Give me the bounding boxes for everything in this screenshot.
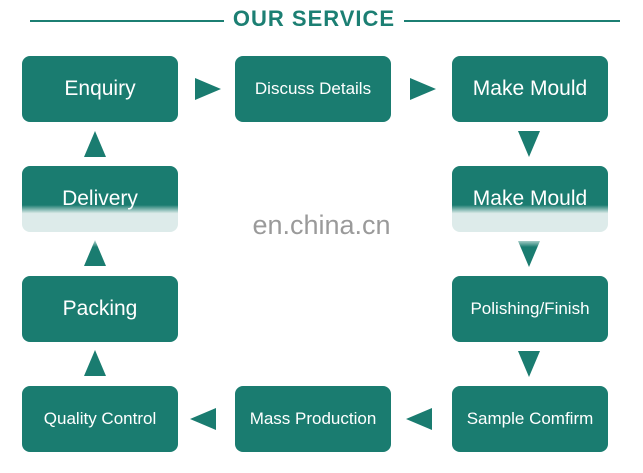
step-enquiry: Enquiry (22, 56, 178, 122)
arrow-down-icon (518, 351, 540, 377)
header: OUR SERVICE (0, 0, 643, 44)
step-quality-control: Quality Control (22, 386, 178, 452)
arrow-down-icon (518, 131, 540, 157)
watermark: en.china.cn (252, 210, 391, 240)
step-make-mould-1: Make Mould (452, 56, 608, 122)
page-title: OUR SERVICE (232, 6, 396, 31)
step-discuss-details: Discuss Details (235, 56, 391, 122)
arrow-down-icon (518, 241, 540, 267)
arrow-left-icon (190, 408, 216, 430)
arrow-right-icon (195, 78, 221, 100)
watermark-band (0, 205, 643, 247)
step-packing: Packing (22, 276, 178, 342)
arrow-up-icon (84, 131, 106, 157)
header-line-left (30, 20, 224, 22)
header-line-right (404, 20, 620, 22)
step-sample-comfirm: Sample Comfirm (452, 386, 608, 452)
arrow-right-icon (410, 78, 436, 100)
step-mass-production: Mass Production (235, 386, 391, 452)
arrow-left-icon (406, 408, 432, 430)
arrow-up-icon (84, 350, 106, 376)
step-polishing-finish: Polishing/Finish (452, 276, 608, 342)
